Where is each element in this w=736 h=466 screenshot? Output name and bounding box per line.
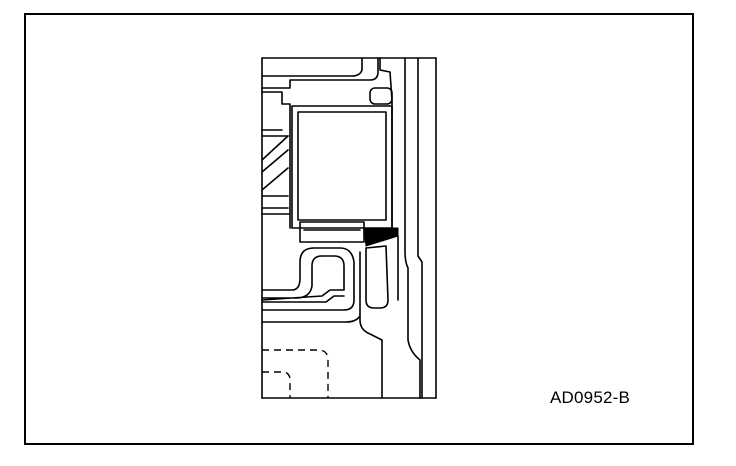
figure-id-label: AD0952-B [550,388,631,407]
sleeve [365,245,389,309]
top-rim [261,57,363,77]
housing-wall-outer [404,57,421,399]
main-block-inner [297,111,387,221]
seal-wedge [363,227,399,247]
retainer-plate [299,221,365,243]
rib-3 [261,135,289,161]
seal-channel-outer [261,247,355,311]
top-rim-lower [261,57,379,89]
seal-channel-return [261,295,345,303]
rib-4 [261,149,289,173]
oil-port [369,87,393,105]
lower-contour [261,315,361,323]
hidden-line-mid [262,371,291,398]
figure-frame [24,13,694,445]
support-line [359,251,383,399]
seal-channel-inner [261,255,345,301]
sleeve-right [391,235,399,301]
main-block-outer [291,105,393,229]
rib-5 [261,167,289,191]
hidden-line-top [262,349,329,398]
inner-wall-left [261,91,291,229]
housing-wall-inner [417,57,423,399]
